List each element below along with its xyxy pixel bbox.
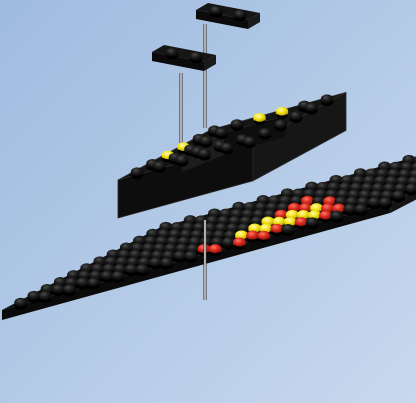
- frame-stud: [131, 167, 143, 179]
- baseplate-stud: [319, 210, 332, 222]
- baseplate-stud: [184, 251, 197, 263]
- frame-stud: [243, 136, 255, 148]
- baseplate-stud: [149, 257, 162, 269]
- frame-stud: [176, 155, 188, 167]
- baseplate-stud: [295, 217, 308, 229]
- baseplate-stud: [125, 264, 138, 276]
- frame-stud: [153, 161, 165, 173]
- baseplate-stud: [14, 298, 27, 310]
- frame-stud: [198, 149, 210, 161]
- baseplate-stud: [355, 204, 368, 216]
- baseplate-stud: [52, 284, 65, 296]
- baseplate-stud: [136, 264, 149, 276]
- frame-stud: [276, 107, 288, 119]
- frame-stud: [290, 111, 302, 123]
- frame-stud: [259, 128, 271, 140]
- plate-stud: [234, 10, 246, 22]
- baseplate-stud: [28, 291, 41, 303]
- baseplate-stud: [330, 211, 343, 223]
- baseplate-stud: [173, 251, 186, 263]
- baseplate-stud: [368, 197, 381, 209]
- baseplate-stud: [246, 231, 259, 243]
- baseplate-stud: [39, 291, 52, 303]
- baseplate-stud: [306, 217, 319, 229]
- baseplate-stud: [271, 224, 284, 236]
- frame-stud: [274, 120, 286, 132]
- baseplate-stud: [343, 204, 356, 216]
- baseplate-stud: [379, 197, 392, 209]
- baseplate-stud: [282, 224, 295, 236]
- baseplate-stud: [63, 284, 76, 296]
- baseplate-stud: [76, 277, 89, 289]
- frame-stud: [305, 103, 317, 115]
- plate-stud: [190, 52, 202, 64]
- plate-stud: [166, 48, 178, 60]
- baseplate-stud: [233, 237, 246, 249]
- baseplate-stud: [100, 271, 113, 283]
- plate-stud: [210, 6, 222, 18]
- frame-stud: [253, 113, 265, 125]
- frame-stud: [221, 143, 233, 155]
- baseplate-stud: [405, 183, 416, 195]
- baseplate-stud: [112, 271, 125, 283]
- frame-stud: [231, 119, 243, 131]
- baseplate-stud: [257, 231, 270, 243]
- frame-stud: [215, 128, 227, 140]
- baseplate-stud: [87, 278, 100, 290]
- baseplate-stud: [392, 190, 405, 202]
- baseplate-stud: [209, 244, 222, 256]
- baseplate-stud: [222, 237, 235, 249]
- frame-stud: [200, 136, 212, 148]
- baseplate-stud: [160, 258, 173, 270]
- frame-stud: [321, 94, 333, 106]
